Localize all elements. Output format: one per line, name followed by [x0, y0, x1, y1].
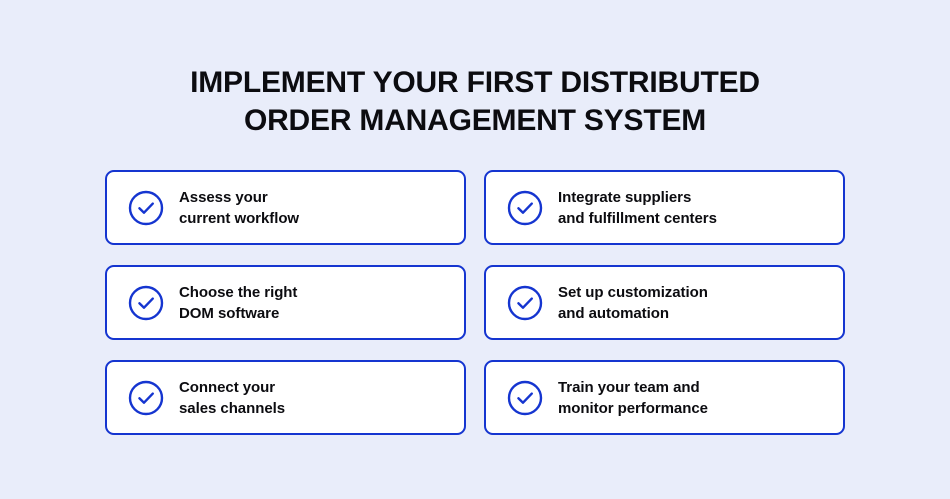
page-title-line-2: ORDER MANAGEMENT SYSTEM [243, 104, 707, 138]
step-label-line-1: Choose the right [179, 283, 298, 301]
check-circle-icon [128, 190, 164, 226]
step-label-line-2: sales channels [179, 399, 286, 417]
check-circle-icon [507, 380, 543, 416]
step-label-line-2: current workflow [179, 209, 300, 227]
step-card-2[interactable]: Integrate suppliers and fulfillment cent… [484, 170, 845, 245]
page-title-line-1: IMPLEMENT YOUR FIRST DISTRIBUTED [190, 66, 760, 100]
step-card-label: Train your team and monitor performance [558, 377, 708, 419]
step-label-line-2: and automation [558, 304, 669, 322]
step-label-line-2: monitor performance [558, 399, 708, 417]
step-label-line-2: DOM software [179, 304, 280, 322]
steps-grid: Assess your current workflow Integrate s… [105, 170, 845, 435]
step-card-label: Choose the right DOM software [179, 282, 297, 324]
check-circle-icon [507, 285, 543, 321]
step-card-1[interactable]: Assess your current workflow [105, 170, 466, 245]
step-label-line-1: Set up customization [558, 283, 708, 301]
step-label-line-1: Connect your [179, 378, 276, 396]
step-label-line-1: Assess your [179, 188, 268, 206]
step-label-line-1: Integrate suppliers [558, 188, 692, 206]
step-card-label: Set up customization and automation [558, 282, 708, 324]
step-card-label: Connect your sales channels [179, 377, 285, 419]
step-label-line-2: and fulfillment centers [558, 209, 717, 227]
step-label-line-1: Train your team and [558, 378, 700, 396]
step-card-4[interactable]: Set up customization and automation [484, 265, 845, 340]
step-card-label: Assess your current workflow [179, 187, 299, 229]
step-card-3[interactable]: Choose the right DOM software [105, 265, 466, 340]
step-card-label: Integrate suppliers and fulfillment cent… [558, 187, 717, 229]
step-card-6[interactable]: Train your team and monitor performance [484, 360, 845, 435]
check-circle-icon [507, 190, 543, 226]
step-card-5[interactable]: Connect your sales channels [105, 360, 466, 435]
page-title: IMPLEMENT YOUR FIRST DISTRIBUTED ORDER M… [0, 64, 950, 140]
check-circle-icon [128, 285, 164, 321]
check-circle-icon [128, 380, 164, 416]
